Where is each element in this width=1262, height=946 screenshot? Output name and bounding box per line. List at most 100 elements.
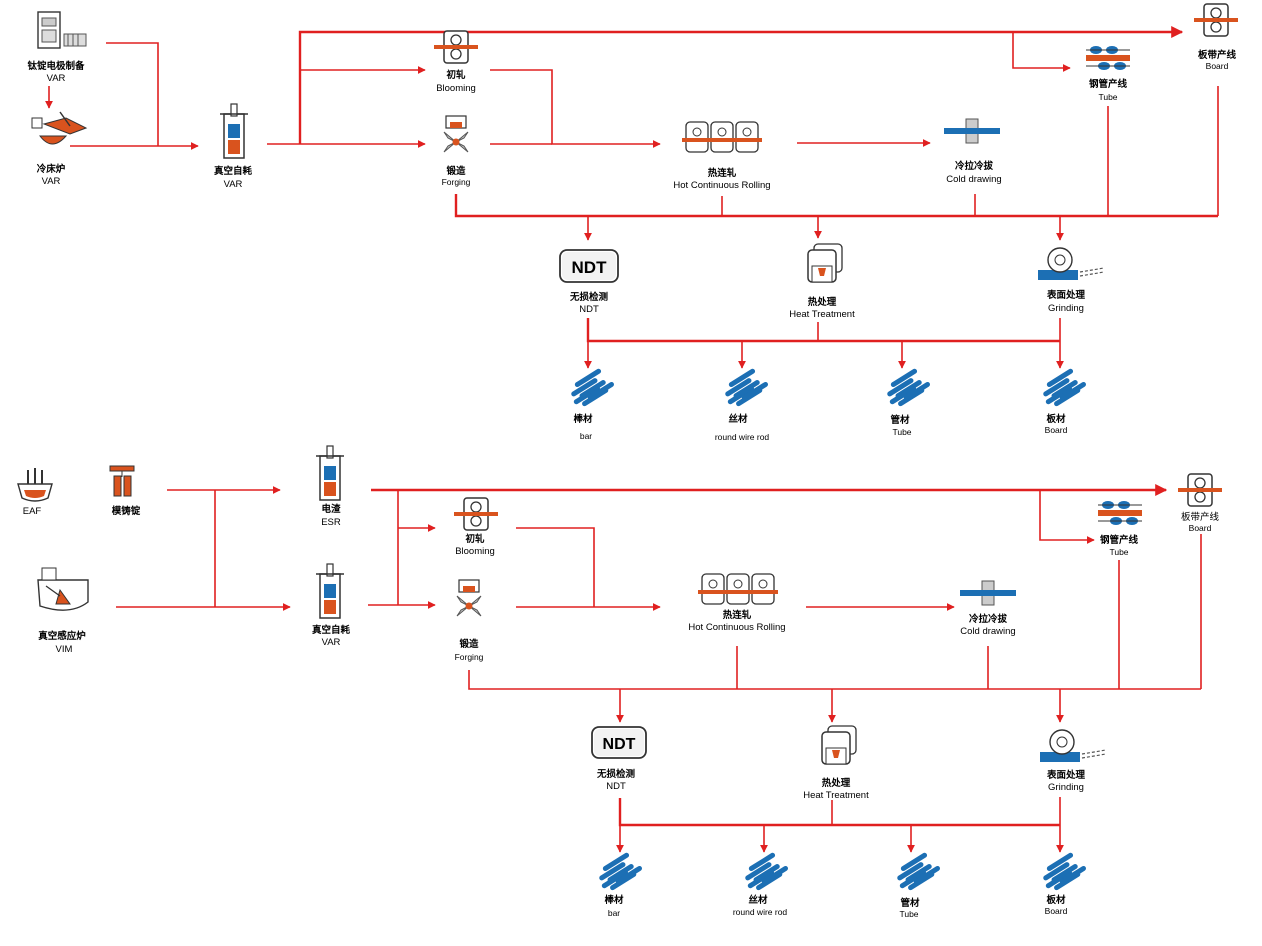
bottom-cold-drawing-cn: 冷拉冷拔 <box>969 613 1008 625</box>
node-bottom-ndt: NDT 无损检测 NDT <box>591 726 647 792</box>
node-top-hot-rolling: 热连轧 Hot Continuous Rolling <box>673 121 771 191</box>
bottom-wire-cn: 丝材 <box>748 894 768 906</box>
electrode-press-icon <box>37 11 87 49</box>
bottom-cold-drawing-en: Cold drawing <box>960 626 1015 637</box>
bottom-forging-cn: 锻造 <box>459 638 479 650</box>
bottom-board-line-cn: 板带产线 <box>1181 511 1220 523</box>
bottom-ndt-en: NDT <box>606 781 626 792</box>
node-vim: 真空感应炉 VIM <box>37 567 89 655</box>
esr-cn: 电渣 <box>321 503 341 515</box>
top-blooming-cn: 初轧 <box>446 69 466 81</box>
tube-bundle-icon <box>886 367 931 408</box>
bottom-ndt-cn: 无损检测 <box>596 768 636 780</box>
bottom-bar-bundle-icon <box>598 851 643 892</box>
top-grinding-en: Grinding <box>1048 303 1084 314</box>
node-bottom-vacuum-consumable: 真空自耗 VAR <box>312 563 351 648</box>
top-board-line-en: Board <box>1206 61 1229 71</box>
node-top-tube-line: 钢管产线 Tube <box>1085 45 1131 102</box>
bottom-tube-line-en: Tube <box>1109 547 1128 557</box>
top-bar-cn: 棒材 <box>573 413 593 425</box>
node-bottom-cold-drawing: 冷拉冷拔 Cold drawing <box>959 580 1017 637</box>
board-bundle-icon <box>1042 367 1087 408</box>
bottom-cold-drawing-die-icon <box>959 580 1017 606</box>
bottom-tube-cn: 管材 <box>900 897 920 909</box>
bottom-board-cn: 板材 <box>1046 894 1066 906</box>
heat-furnace-icon <box>807 243 843 283</box>
node-bottom-board: 板材 Board <box>1042 851 1087 916</box>
wire-bundle-icon <box>724 367 769 408</box>
node-bottom-heat-treatment: 热处理 Heat Treatment <box>803 725 869 801</box>
top-cold-drawing-cn: 冷拉冷拔 <box>955 160 994 172</box>
bottom-var-crucible-icon <box>315 563 345 619</box>
vim-cn: 真空感应炉 <box>38 630 86 642</box>
top-var-cn: 真空自耗 <box>214 165 253 177</box>
bottom-board-bundle-icon <box>1042 851 1087 892</box>
bottom-tube-line-cn: 钢管产线 <box>1100 534 1139 546</box>
top-tube-cn: 管材 <box>890 414 910 426</box>
top-tube-en: Tube <box>892 427 911 437</box>
bottom-board-line-en: Board <box>1189 523 1212 533</box>
tube-line-icon <box>1085 45 1131 71</box>
bottom-forging-en: Forging <box>455 652 484 662</box>
node-bottom-board-line: 板带产线 Board <box>1177 473 1223 533</box>
hot-rolling-mill-icon <box>681 121 763 153</box>
node-top-blooming: 初轧 Blooming <box>433 30 479 94</box>
bottom-var-cn: 真空自耗 <box>312 624 351 636</box>
node-esr: 电渣 ESR <box>315 445 345 528</box>
top-bar-en: bar <box>580 431 592 441</box>
top-heat-en: Heat Treatment <box>789 309 855 320</box>
top-tube-line-cn: 钢管产线 <box>1089 78 1128 90</box>
var-electrode-cn: 钛锭电极制备 <box>27 60 85 72</box>
top-hot-rolling-cn: 热连轧 <box>708 167 737 179</box>
bottom-bar-cn: 棒材 <box>604 894 624 906</box>
forging-hammer-icon <box>443 115 469 153</box>
bottom-grinding-wheel-icon <box>1039 729 1107 763</box>
top-wire-en: round wire rod <box>715 432 770 442</box>
node-eaf: EAF <box>17 468 53 517</box>
bottom-board-en: Board <box>1045 906 1068 916</box>
ingot-casting-cn: 模铸锭 <box>112 505 141 517</box>
bottom-tube-en: Tube <box>899 909 918 919</box>
top-forging-cn: 锻造 <box>446 165 466 177</box>
node-var-electrode: 钛锭电极制备 VAR <box>27 11 87 84</box>
bottom-hot-rolling-en: Hot Continuous Rolling <box>688 622 785 633</box>
node-top-tube: 管材 Tube <box>886 367 931 437</box>
node-top-vacuum-consumable: 真空自耗 VAR <box>214 103 253 190</box>
top-board-line-cn: 板带产线 <box>1198 49 1237 61</box>
node-top-bar: 棒材 bar <box>570 367 615 441</box>
node-bottom-bar: 棒材 bar <box>598 851 643 918</box>
node-bottom-blooming: 初轧 Blooming <box>453 497 499 557</box>
top-hot-rolling-en: Hot Continuous Rolling <box>673 180 770 191</box>
node-bottom-forging: 锻造 Forging <box>455 579 484 662</box>
node-top-board: 板材 Board <box>1042 367 1087 435</box>
node-bottom-tube: 管材 Tube <box>896 851 941 919</box>
node-top-grinding: 表面处理 Grinding <box>1037 247 1105 314</box>
bottom-heat-en: Heat Treatment <box>803 790 869 801</box>
board-line-roll-icon <box>1193 3 1239 37</box>
top-forging-en: Forging <box>442 177 471 187</box>
cold-hearth-en: VAR <box>42 176 61 187</box>
node-bottom-hot-rolling: 热连轧 Hot Continuous Rolling <box>688 573 786 633</box>
bar-bundle-icon <box>570 367 615 408</box>
top-cold-drawing-en: Cold drawing <box>946 174 1001 185</box>
top-wire-cn: 丝材 <box>728 413 748 425</box>
node-ingot-casting: 模铸锭 <box>109 465 141 517</box>
top-heat-cn: 热处理 <box>808 296 837 308</box>
node-top-board-line: 板带产线 Board <box>1193 3 1239 71</box>
node-top-forging: 锻造 Forging <box>442 115 471 187</box>
bottom-blooming-en: Blooming <box>455 546 495 557</box>
bottom-tube-line-icon <box>1097 500 1143 526</box>
node-bottom-grinding: 表面处理 Grinding <box>1039 729 1107 793</box>
esr-crucible-icon <box>315 445 345 501</box>
eaf-en: EAF <box>23 506 42 517</box>
bottom-blooming-roll-icon <box>453 497 499 531</box>
vim-en: VIM <box>56 644 73 655</box>
node-top-cold-drawing: 冷拉冷拔 Cold drawing <box>943 118 1002 185</box>
blooming-roll-icon <box>433 30 479 64</box>
cold-drawing-die-icon <box>943 118 1001 144</box>
bottom-wire-en: round wire rod <box>733 907 788 917</box>
top-ndt-badge: NDT <box>572 258 608 277</box>
bottom-board-line-roll-icon <box>1177 473 1223 507</box>
bottom-grinding-en: Grinding <box>1048 782 1084 793</box>
